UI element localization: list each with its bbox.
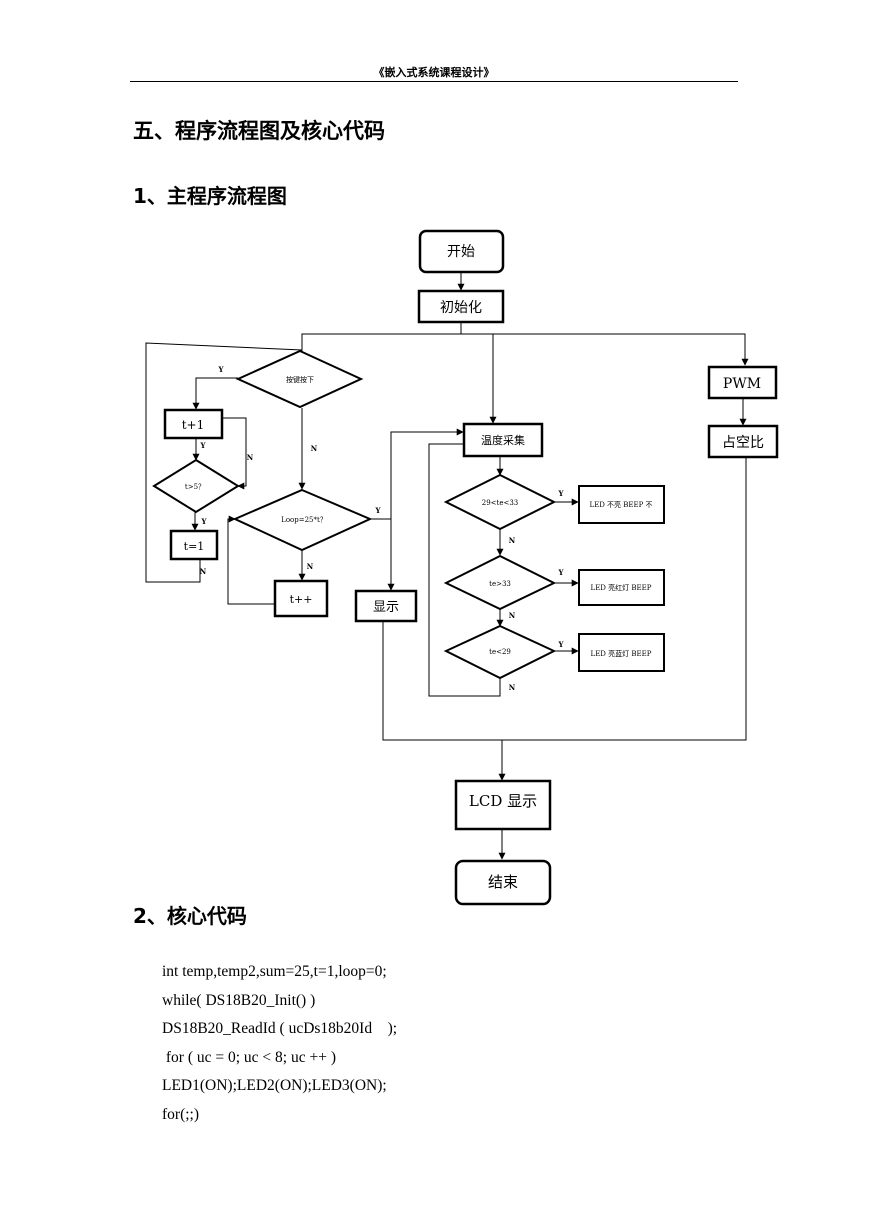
init-label: 初始化 — [440, 299, 482, 316]
lcd-display-label: LCD 显示 — [469, 792, 537, 810]
duty-cycle-process — [707, 424, 779, 459]
branch-yes-label: Y — [558, 489, 565, 498]
start-terminal — [418, 229, 505, 274]
pwm-label: PWM — [723, 376, 761, 392]
end-label: 结束 — [488, 873, 518, 891]
loop-check-decision — [232, 488, 373, 552]
led-blue-process — [578, 633, 665, 672]
t-eq-1-label: t=1 — [184, 540, 205, 553]
gt33-cond-label: te>33 — [489, 580, 511, 588]
range-cond-label: 29<te<33 — [482, 499, 519, 507]
code-line: while( DS18B20_Init() ) — [162, 991, 316, 1009]
t-gt-5-decision — [152, 458, 240, 514]
code-line: for(;;) — [162, 1105, 200, 1123]
t-plus-one-process — [163, 408, 224, 440]
section-title: 五、程序流程图及核心代码 — [133, 119, 385, 143]
pwm-process — [707, 365, 778, 400]
code-line: DS18B20_ReadId ( ucDs18b20Id ); — [162, 1020, 398, 1037]
header-rule — [130, 81, 738, 82]
branch-no-label: N — [311, 444, 318, 453]
led-red-process — [578, 569, 665, 606]
t-increment-process — [273, 579, 329, 618]
branch-no-label: N — [509, 611, 516, 620]
subsection-core-code-title: 2、核心代码 — [133, 904, 247, 928]
code-line: for ( uc = 0; uc < 8; uc ++ ) — [162, 1048, 336, 1066]
branch-yes-label: Y — [558, 640, 565, 649]
branch-no-label: N — [200, 567, 207, 576]
branch-no-label: N — [247, 453, 254, 462]
subsection-flowchart-title: 1、主程序流程图 — [133, 184, 287, 208]
t-eq-1-process — [169, 529, 219, 561]
code-line: int temp,temp2,sum=25,t=1,loop=0; — [162, 963, 387, 980]
led-off-process — [578, 485, 665, 524]
branch-no-label: N — [509, 536, 516, 545]
display-label: 显示 — [373, 600, 399, 615]
branch-yes-label: Y — [201, 517, 208, 526]
code-line: LED1(ON);LED2(ON);LED3(ON); — [162, 1077, 387, 1094]
branch-yes-label: Y — [200, 441, 207, 450]
flow-connectors — [145, 272, 749, 860]
led-off-label: LED 不亮 BEEP 不 — [589, 500, 652, 509]
init-process — [417, 289, 505, 324]
gt33-decision — [443, 554, 557, 611]
t-plus-one-label: t+1 — [182, 418, 205, 432]
led-blue-label: LED 亮蓝灯 BEEP — [591, 649, 652, 658]
range-decision — [443, 473, 557, 531]
branch-yes-label: Y — [558, 568, 565, 577]
display-process — [354, 589, 418, 623]
branch-no-label: N — [307, 562, 314, 571]
temp-collect-label: 温度采集 — [481, 433, 525, 447]
t-increment-label: t++ — [290, 593, 313, 606]
page-header-title: 《嵌入式系统课程设计》 — [373, 66, 495, 79]
led-red-label: LED 亮红灯 BEEP — [591, 583, 652, 592]
duty-label: 占空比 — [722, 435, 764, 451]
key-pressed-label: 按键按下 — [286, 375, 314, 384]
lt29-decision — [443, 624, 557, 680]
loop-check-label: Loop=25*t？ — [281, 516, 327, 524]
lcd-display-process — [454, 779, 552, 831]
start-label: 开始 — [447, 244, 475, 260]
lt29-cond-label: te<29 — [489, 648, 511, 656]
branch-yes-label: Y — [375, 506, 382, 515]
t-gt-5-label: t>5？ — [185, 483, 205, 491]
branch-yes-label: Y — [218, 365, 225, 374]
temp-collect-process — [462, 422, 544, 458]
branch-no-label: N — [509, 683, 516, 692]
key-pressed-decision — [235, 349, 364, 409]
end-terminal — [454, 859, 552, 906]
core-code-block: int temp,temp2,sum=25,t=1,loop=0; while(… — [162, 958, 397, 1129]
